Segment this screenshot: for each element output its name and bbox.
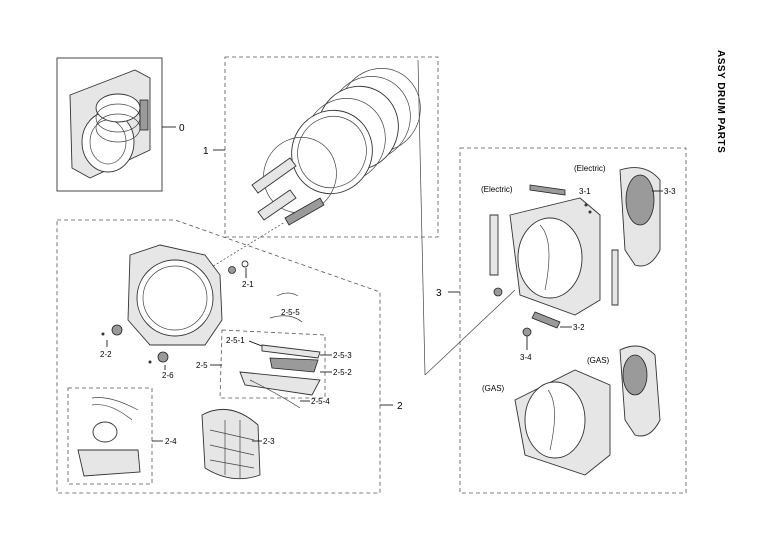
part-2-5-5-illustration (269, 292, 303, 323)
part-2-5-3-illustration (269, 357, 319, 373)
part-2-2-roller (111, 324, 123, 336)
assembled-drum-illustration (69, 69, 151, 179)
part-3-3-illustration (619, 167, 661, 267)
callout-2-5-2: 2-5-2 (333, 368, 352, 377)
part-2-6-roller (157, 351, 169, 363)
part-2-1-bolt (228, 266, 236, 274)
callout-2-2: 2-2 (100, 350, 112, 359)
callout-3: 3 (436, 288, 442, 299)
rear-panel-electric-illustration (489, 184, 601, 316)
callout-2-1: 2-1 (242, 280, 254, 289)
callout-2-3: 2-3 (263, 437, 275, 446)
group-3-box (459, 147, 687, 494)
callout-2-5-4: 2-5-4 (311, 397, 330, 406)
group-2-box (56, 219, 381, 494)
callout-2-5-1: 2-5-1 (226, 336, 245, 345)
part-2-5-1-illustration (261, 344, 321, 359)
diagram-title: ASSY DRUM PARTS (715, 50, 726, 153)
callout-2-5-5: 2-5-5 (281, 308, 300, 317)
callout-3-3: 3-3 (664, 187, 676, 196)
callout-1: 1 (203, 146, 209, 157)
callout-2: 2 (397, 401, 403, 412)
callout-3-2: 3-2 (573, 323, 585, 332)
callout-2-6: 2-6 (162, 371, 174, 380)
group-0-box (56, 57, 163, 192)
part-2-5-2-illustration (239, 371, 321, 396)
callout-3-1: 3-1 (579, 187, 591, 196)
part-2-4-box (67, 387, 153, 485)
callout-0: 0 (179, 123, 185, 134)
callout-2-4: 2-4 (165, 437, 177, 446)
variant-electric-right: (Electric) (574, 164, 606, 173)
part-3-4-roller (522, 327, 532, 337)
callout-2-5-3: 2-5-3 (333, 351, 352, 360)
front-frame-illustration (127, 244, 223, 346)
drum-rings-illustration (251, 68, 421, 226)
callout-2-5: 2-5 (196, 361, 208, 370)
part-2-4-illustration (77, 397, 141, 477)
group-1-box (224, 56, 439, 238)
part-2-3-illustration (201, 408, 261, 480)
variant-gas-left: (GAS) (482, 384, 505, 393)
rear-panel-gas-illustration (514, 369, 611, 476)
callout-3-4: 3-4 (520, 353, 532, 362)
gas-heater-housing-illustration (619, 345, 661, 437)
variant-gas-right: (GAS) (587, 356, 610, 365)
part-3-2-illustration (531, 311, 561, 329)
variant-electric-left: (Electric) (481, 185, 513, 194)
